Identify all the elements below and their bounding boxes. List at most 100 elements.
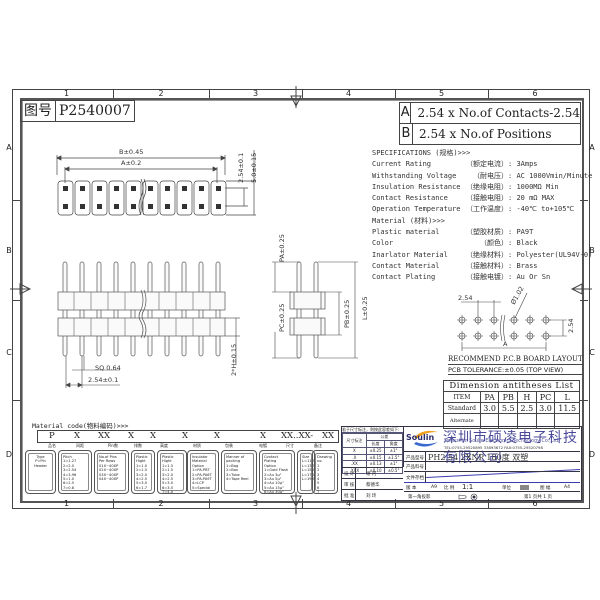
dimension-table-header: ITEM PA PB H PC L [443, 391, 580, 403]
projection-row: 第一角投影 第1 页共 1 页 [404, 491, 580, 501]
zone-row-c: C [589, 348, 595, 357]
drawing-number-box: 图号 P2540007 [20, 100, 135, 122]
zone-col-5: 5 [395, 89, 489, 98]
material-code-label: Material code(物料编码)>>> [32, 422, 129, 430]
zone-row-d: D [5, 450, 13, 459]
zone-row-a: A [6, 143, 12, 152]
drawing-outer-frame [12, 89, 590, 509]
cell: Standard [443, 402, 481, 414]
formula-key: A [400, 103, 412, 123]
specifications-block: SPECIFICATIONS (规格)>>> Current Rating（额定… [372, 148, 592, 284]
spec-cn: （绝缘电阻） [466, 182, 508, 191]
brand-name: Soulin [406, 433, 435, 442]
tol-col: 长度 [365, 440, 386, 448]
zone-col-2: 2 [113, 89, 210, 98]
material-name: Contact Plating [372, 273, 436, 282]
front-view-drawing [57, 261, 240, 388]
dim-pc-label: PC±0.25 [278, 303, 286, 332]
dimension-table-title: Dimension antitheses List [443, 380, 580, 392]
code-segment: X [214, 431, 221, 441]
material-value: PA9T [516, 228, 534, 237]
centering-mark-top-icon [290, 86, 302, 108]
title-block: 若于尺寸标注，则按此容差如下: 尺寸标注公差 长度角度 X±0.25±1° .X… [341, 426, 582, 501]
drawing-number: P2540007 [59, 103, 131, 119]
cell: 3.0 [479, 402, 500, 414]
cell: 3.0 [535, 402, 556, 414]
material-value: Black [516, 239, 538, 248]
code-segment: X [182, 431, 189, 441]
cell [554, 413, 580, 429]
company-logo-area: Soulin 深圳市硕凌电子科技有限公司 Shenzhen Soulin Ele… [404, 427, 580, 466]
zone-col-4: 4 [302, 499, 396, 508]
zone-col-5: 5 [395, 499, 489, 508]
formula-value: 2.54 x No.of Contacts-2.54 [417, 106, 580, 120]
approved-by: 刘 玲 [366, 494, 377, 499]
zone-rows-right: A B C D [588, 98, 596, 499]
code-segment: X [260, 431, 267, 441]
drawn-row: 设 计 谢 河 [342, 467, 403, 479]
pcb-caption-title: RECOMMEND P.C.B BOARD LAYOUT [448, 355, 583, 365]
centering-mark-left-icon [10, 283, 32, 295]
code-category: 包装 [225, 443, 233, 448]
checked-by: 蔡德华 [366, 483, 380, 488]
tolerance-table: 若于尺寸标注，则按此容差如下: 尺寸标注公差 长度角度 X±0.25±1° .X… [342, 427, 404, 474]
version-row: 版 本 A9 比 例 1:1 单位 mm 图 幅 A4 [404, 482, 580, 492]
centering-mark-bottom-icon [290, 492, 302, 514]
size-label: 图 幅 [540, 486, 551, 491]
spec-value: 20 mΩ MAX [516, 194, 555, 203]
pcb-pitch-label: 2.54 [458, 294, 473, 302]
approved-row: 批 准 刘 玲 [342, 489, 403, 501]
material-name: Contact Material [372, 261, 440, 270]
spec-cn: （额定电流） [466, 160, 508, 169]
code-category: 间距 [76, 443, 84, 448]
top-view-drawing [56, 150, 256, 216]
part-label: 产品料号 [406, 465, 424, 470]
code-category: 电镀 [259, 443, 267, 448]
zone-rows-left: A B C D [5, 98, 13, 499]
doc-row: 文件存档 [404, 471, 580, 483]
centering-mark-right-icon [570, 283, 592, 295]
spec-cn: （接触电阻） [466, 194, 508, 203]
formula-value: 2.54 x No.of Positions [419, 127, 552, 141]
size-value: A4 [564, 485, 570, 490]
scale-label: 比 例 [444, 486, 455, 491]
dim-pa-label: PA±0.25 [278, 234, 286, 262]
version-value: A9 [431, 485, 437, 490]
dim-l-label: L±0.25 [361, 296, 369, 320]
material-cn: （绝缘材料） [466, 250, 508, 259]
unit-value: mm [520, 485, 529, 490]
code-segment: XX [322, 431, 335, 441]
zone-row-c: C [6, 348, 12, 357]
formula-box: A 2.54 x No.of Contacts-2.54 B 2.54 x No… [399, 102, 581, 145]
table-row: Alternate [443, 413, 580, 429]
material-name: Plastic material [372, 228, 440, 237]
spec-value: 1000MΩ Min [516, 182, 559, 191]
product-name: PH2.54 2XNP 180度 双塑 [428, 453, 529, 462]
tol-col: 角度 [384, 440, 403, 448]
product-row: 产品型号 PH2.54 2XNP 180度 双塑 [404, 451, 580, 462]
code-segment: XX [98, 431, 111, 441]
cell [479, 413, 500, 429]
spec-name: Operation Temperature [372, 205, 461, 214]
pcb-tolerance: PCB TOLERANCE:±0.05 (TOP VIEW) [448, 366, 583, 375]
first-angle-projection-icon [458, 493, 478, 501]
code-segment: XX..XX- [281, 431, 314, 441]
pcb-row-label: 2.54 [567, 318, 575, 333]
material-name: Color [372, 239, 394, 248]
code-category: 尺寸 [286, 443, 294, 448]
code-segment: X [128, 431, 135, 441]
spec-value: -40℃ to+105℃ [516, 205, 575, 214]
zone-col-1: 1 [20, 89, 114, 98]
col-header: PC [535, 391, 556, 403]
zone-col-3: 3 [209, 89, 303, 98]
col-header: PB [498, 391, 519, 403]
code-category: 材质 [193, 443, 201, 448]
dim-sq-label: SQ 0.64 [95, 364, 121, 372]
code-segment: P [49, 431, 55, 441]
pcb-layout-drawing [457, 292, 567, 351]
